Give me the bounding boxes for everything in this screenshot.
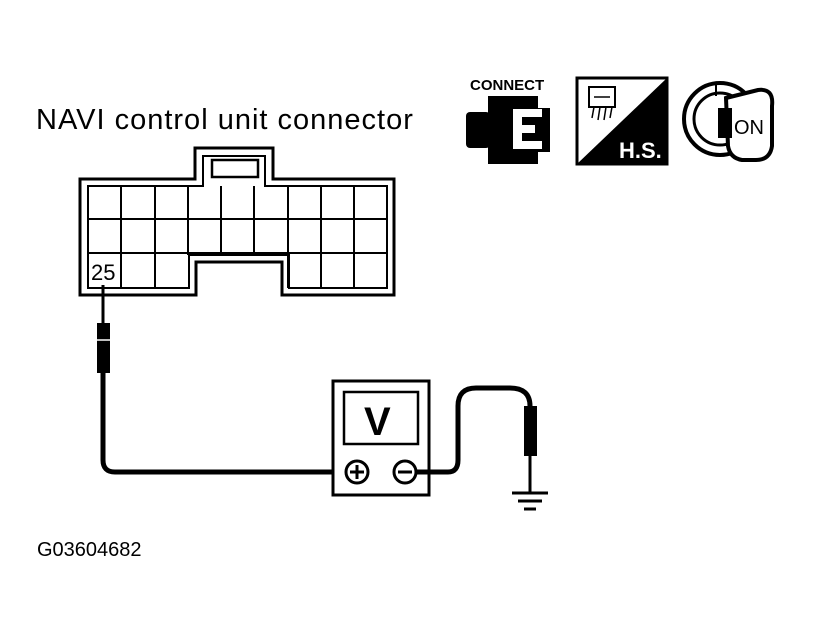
- voltmeter: V: [331, 379, 431, 497]
- negative-test-lead: [416, 385, 537, 492]
- navi-connector: 25: [78, 146, 396, 297]
- terminal-25-label: 25: [91, 260, 115, 285]
- voltmeter-letter: V: [364, 400, 391, 444]
- connect-icon-label: CONNECT: [470, 77, 544, 94]
- harness-side-label: H.S.: [619, 138, 662, 163]
- figure-id: G03604682: [37, 539, 142, 561]
- connector-cavity-grid: [88, 186, 387, 288]
- connector-title: NAVI control unit connector: [36, 104, 414, 136]
- ignition-on-label: ON: [734, 117, 764, 139]
- harness-side-icon: H.S.: [575, 76, 669, 166]
- ground-symbol: [512, 491, 548, 511]
- connect-icon: CONNECT: [466, 77, 550, 164]
- positive-test-lead: [97, 285, 346, 475]
- ignition-key-icon: ON: [682, 81, 775, 162]
